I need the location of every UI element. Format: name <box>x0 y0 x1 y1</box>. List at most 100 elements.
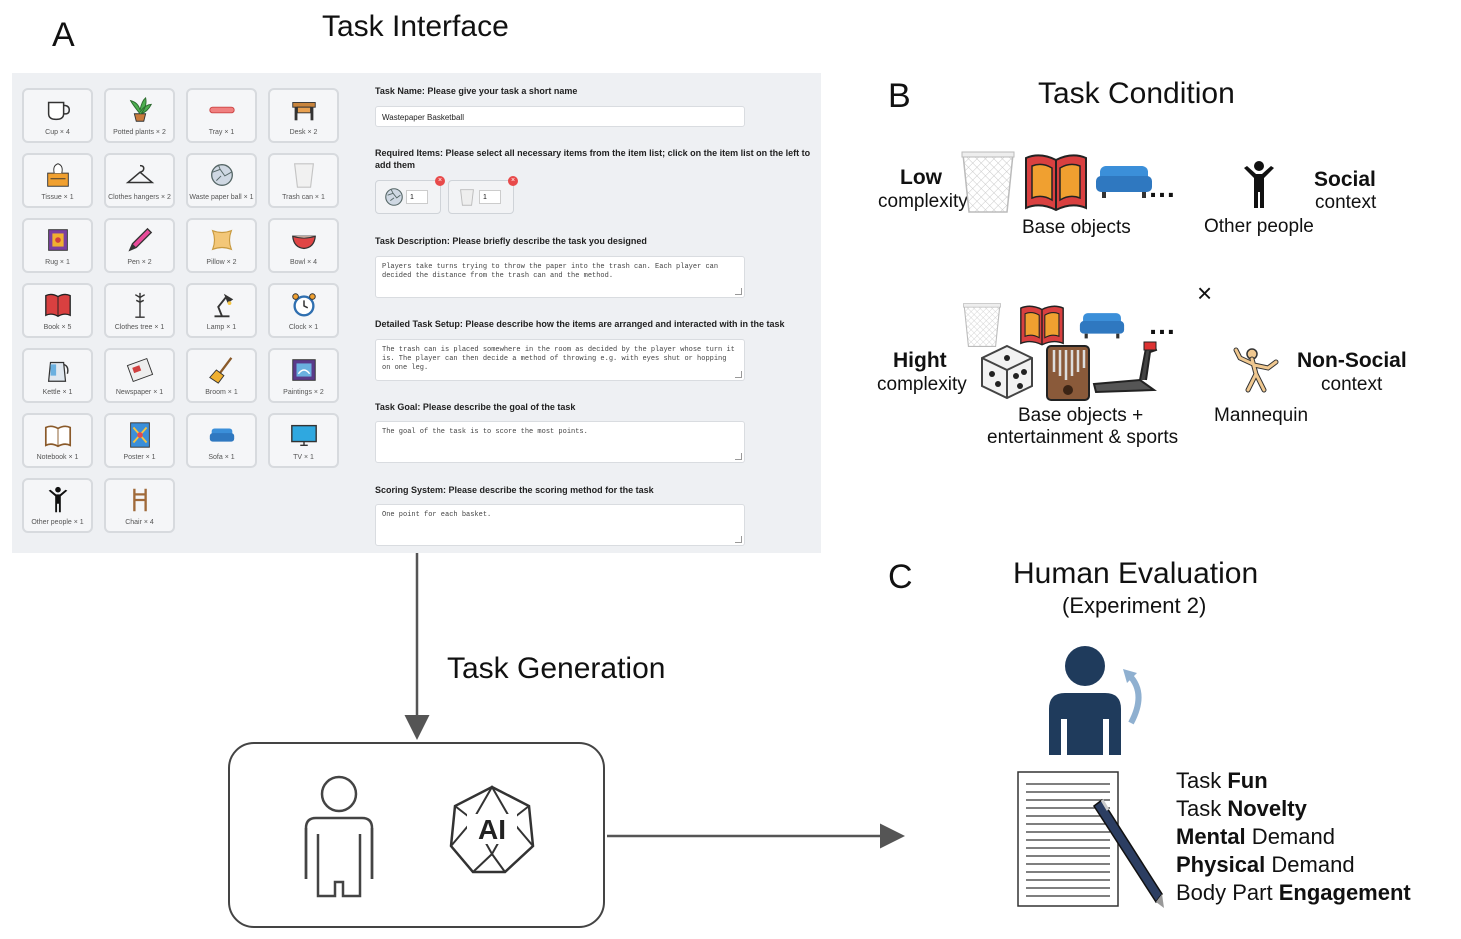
item-tile[interactable]: Pen × 2 <box>104 218 175 273</box>
item-tile[interactable]: Other people × 1 <box>22 478 93 533</box>
trash-can-icon <box>456 186 478 213</box>
item-tile[interactable]: Rug × 1 <box>22 218 93 273</box>
panel-b-letter: B <box>888 77 911 115</box>
item-label: Pen × 2 <box>127 259 152 266</box>
lamp-icon <box>188 290 255 320</box>
item-tile[interactable]: Potted plants × 2 <box>104 88 175 143</box>
cup-icon <box>24 95 91 125</box>
selected-item-qty[interactable]: 1 <box>406 190 428 204</box>
item-tile[interactable]: Waste paper ball × 1 <box>186 153 257 208</box>
item-tile[interactable]: Broom × 1 <box>186 348 257 403</box>
chair-icon <box>106 485 173 515</box>
item-label: Broom × 1 <box>205 389 238 396</box>
human-designer-icon <box>304 775 374 898</box>
kettle-icon <box>24 355 91 385</box>
item-tile[interactable]: Pillow × 2 <box>186 218 257 273</box>
item-tile[interactable]: Tissue × 1 <box>22 153 93 208</box>
item-label: Clothes hangers × 2 <box>108 194 171 201</box>
selected-item-trash-can[interactable]: 1 × <box>448 176 518 214</box>
pen-icon <box>106 225 173 255</box>
item-label: Clothes tree × 1 <box>114 324 165 331</box>
item-tile[interactable]: Desk × 2 <box>268 88 339 143</box>
book-icon <box>1020 305 1064 346</box>
remove-item-icon[interactable]: × <box>435 176 445 186</box>
panel-a-title: Task Interface <box>322 10 509 43</box>
low-complexity-bold: Low <box>900 166 942 189</box>
sofa-icon <box>1079 313 1125 339</box>
selected-item-paper-ball[interactable]: 1 × <box>375 176 445 214</box>
task-name-value: Wastepaper Basketball <box>382 113 464 122</box>
scoring-value: One point for each basket. <box>382 511 492 519</box>
base-objects-label: Base objects <box>1022 217 1131 238</box>
high-complexity-sub: complexity <box>877 374 967 395</box>
item-label: Cup × 4 <box>45 129 70 136</box>
item-tile[interactable]: Sofa × 1 <box>186 413 257 468</box>
item-tile[interactable]: Paintings × 2 <box>268 348 339 403</box>
description-textarea[interactable]: Players take turns trying to throw the p… <box>375 256 745 298</box>
resize-grip-icon[interactable] <box>735 453 742 460</box>
treadmill-icon <box>1092 341 1158 394</box>
poster-icon <box>106 420 173 450</box>
setup-textarea[interactable]: The trash can is placed somewhere in the… <box>375 339 745 381</box>
item-label: Poster × 1 <box>123 454 156 461</box>
item-tile[interactable]: Notebook × 1 <box>22 413 93 468</box>
resize-grip-icon[interactable] <box>735 536 742 543</box>
cross-symbol: × <box>1197 278 1213 308</box>
item-label: Book × 5 <box>43 324 72 331</box>
dice-icon <box>981 344 1033 400</box>
item-tile[interactable]: Lamp × 1 <box>186 283 257 338</box>
item-tile[interactable]: Kettle × 1 <box>22 348 93 403</box>
item-label: Desk × 2 <box>289 129 318 136</box>
item-label: Tray × 1 <box>208 129 235 136</box>
item-tile[interactable]: Cup × 4 <box>22 88 93 143</box>
scoring-textarea[interactable]: One point for each basket. <box>375 504 745 546</box>
item-label: TV × 1 <box>293 454 314 461</box>
rug-icon <box>24 225 91 255</box>
item-tile[interactable]: Bowl × 4 <box>268 218 339 273</box>
ai-label: AI <box>478 814 506 845</box>
item-tile[interactable]: Clothes tree × 1 <box>104 283 175 338</box>
item-label: Chair × 4 <box>125 519 154 526</box>
item-tile[interactable]: Tray × 1 <box>186 88 257 143</box>
broom-icon <box>188 355 255 385</box>
clothes-hanger-icon <box>106 160 173 190</box>
item-label: Kettle × 1 <box>42 389 73 396</box>
alarm-clock-icon <box>270 290 337 320</box>
base-plus-line2: entertainment & sports <box>987 427 1179 448</box>
resize-grip-icon[interactable] <box>735 288 742 295</box>
trash-can-icon <box>963 303 1001 347</box>
mannequin-label: Mannequin <box>1214 405 1309 426</box>
tray-icon <box>188 95 255 125</box>
item-label: Newspaper × 1 <box>115 389 164 396</box>
metric-task-novelty: Task Novelty <box>1176 796 1307 821</box>
selected-item-qty[interactable]: 1 <box>479 190 501 204</box>
item-tile[interactable]: Book × 5 <box>22 283 93 338</box>
nonsocial-context-bold: Non-Social <box>1297 349 1407 372</box>
panel-b-title: Task Condition <box>1038 77 1235 110</box>
item-tile[interactable]: TV × 1 <box>268 413 339 468</box>
nonsocial-context-sub: context <box>1321 374 1383 395</box>
item-tile[interactable]: Clothes hangers × 2 <box>104 153 175 208</box>
description-label: Task Description: Please briefly describ… <box>375 236 647 246</box>
task-name-input[interactable]: Wastepaper Basketball <box>375 106 745 127</box>
resize-grip-icon[interactable] <box>735 371 742 378</box>
newspaper-icon <box>106 355 173 385</box>
item-tile[interactable]: Clock × 1 <box>268 283 339 338</box>
remove-item-icon[interactable]: × <box>508 176 518 186</box>
item-tile[interactable]: Newspaper × 1 <box>104 348 175 403</box>
item-label: Tissue × 1 <box>41 194 74 201</box>
goal-textarea[interactable]: The goal of the task is to score the mos… <box>375 421 745 463</box>
painting-icon <box>270 355 337 385</box>
social-context-sub: context <box>1315 192 1377 213</box>
item-tile[interactable]: Trash can × 1 <box>268 153 339 208</box>
metric-body-part-engagement: Body Part Engagement <box>1176 880 1411 905</box>
goal-value: The goal of the task is to score the mos… <box>382 428 588 436</box>
metric-physical-demand: Physical Demand <box>1176 852 1355 877</box>
potted-plant-icon <box>106 95 173 125</box>
item-tile[interactable]: Chair × 4 <box>104 478 175 533</box>
item-label: Sofa × 1 <box>208 454 235 461</box>
book-icon <box>1025 154 1087 212</box>
paper-ball-icon <box>188 160 255 190</box>
item-tile[interactable]: Poster × 1 <box>104 413 175 468</box>
